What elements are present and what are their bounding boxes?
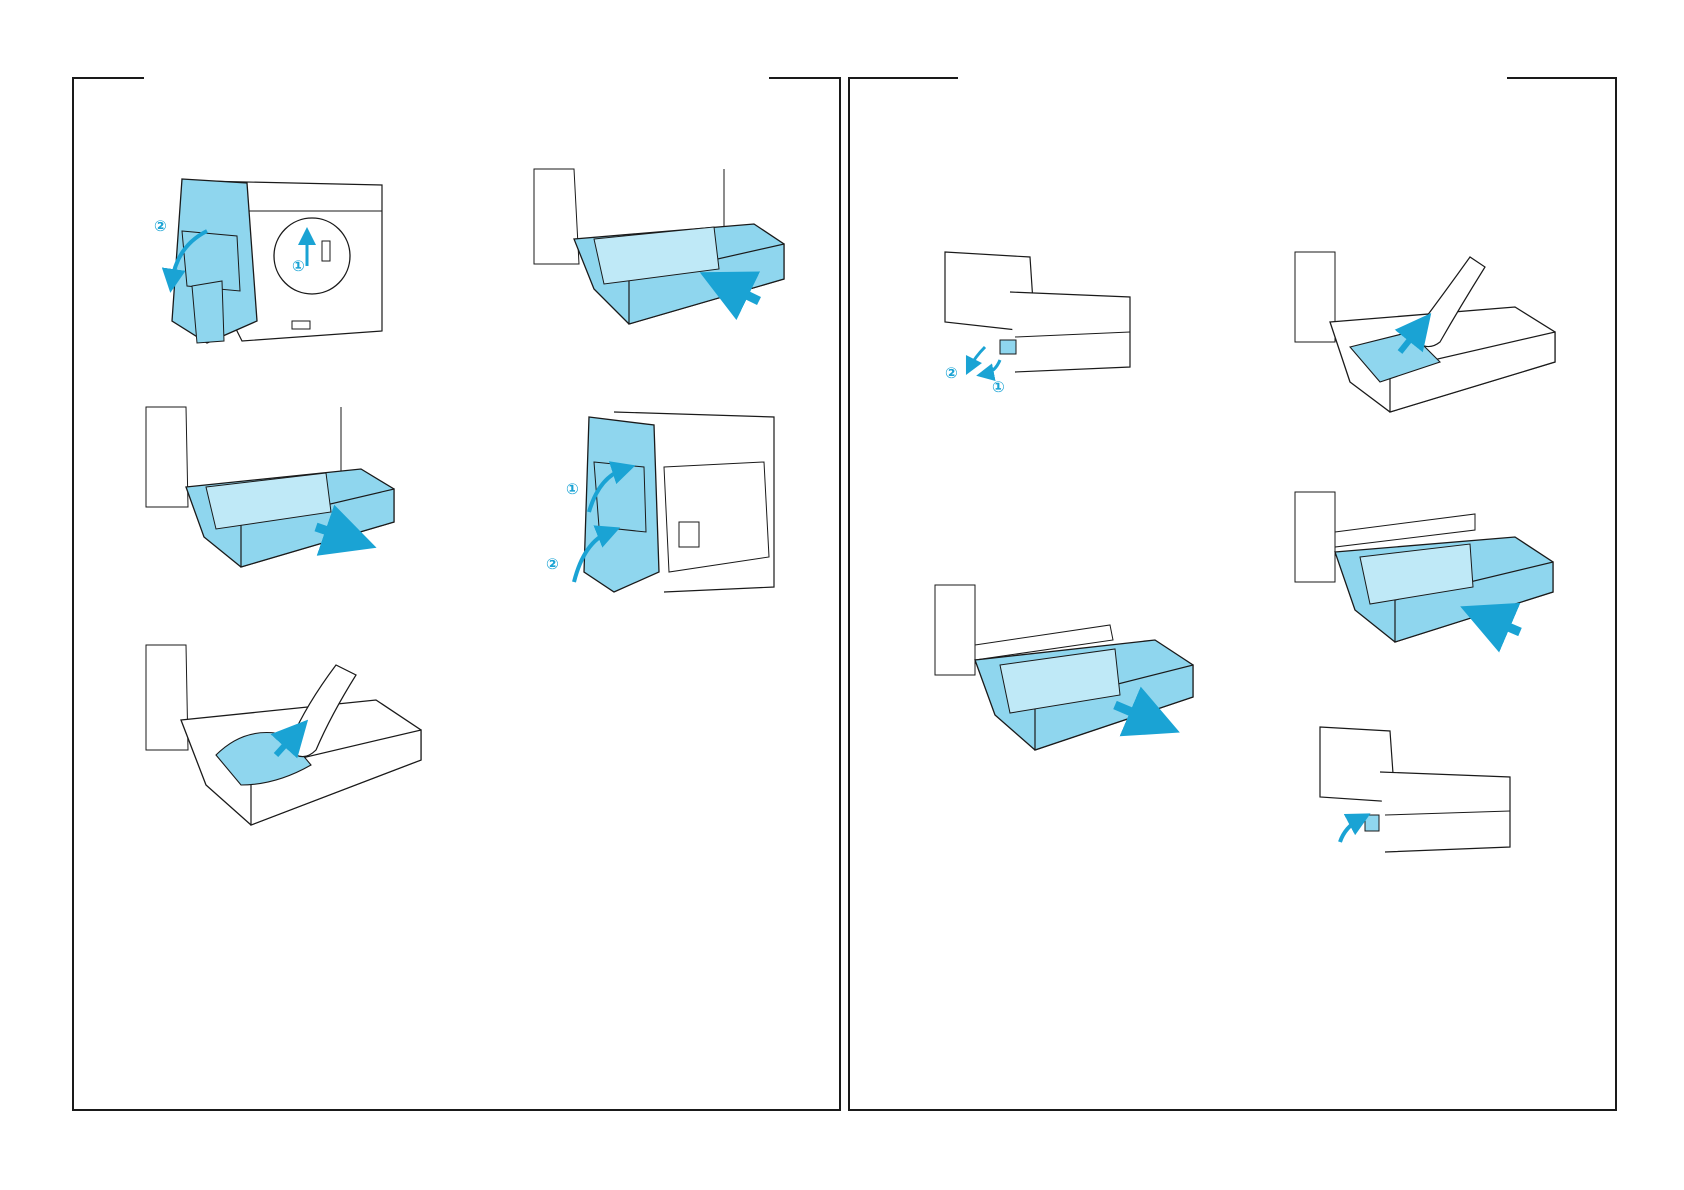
- figure-pull-lower-tray: [935, 585, 1215, 760]
- step-marker-2: ②: [154, 217, 167, 235]
- figure-insert-lower-tray: [1295, 492, 1565, 657]
- step-marker-1: ①: [992, 378, 1005, 396]
- figure-remove-paper-lower: [1295, 252, 1565, 417]
- figure-pull-tray: [146, 407, 416, 572]
- top-rule-right: [1507, 77, 1615, 79]
- figure-remove-paper: [146, 645, 426, 835]
- figure-close-lower-cover: [1315, 727, 1515, 877]
- top-rule-left: [74, 77, 144, 79]
- top-rule-left: [850, 77, 958, 79]
- step-marker-2: ②: [945, 364, 958, 382]
- step-marker-1: ①: [292, 257, 305, 275]
- figure-insert-tray: [534, 169, 804, 334]
- top-rule-right: [769, 77, 839, 79]
- step-marker-2: ②: [546, 555, 559, 573]
- manual-page-right: ② ①: [848, 77, 1617, 1111]
- figure-lower-cover: ② ①: [940, 252, 1140, 402]
- figure-open-cover: ② ①: [152, 171, 392, 356]
- manual-page-left: ② ①: [72, 77, 841, 1111]
- figure-close-cover: ① ②: [544, 407, 784, 597]
- step-marker-1: ①: [566, 480, 579, 498]
